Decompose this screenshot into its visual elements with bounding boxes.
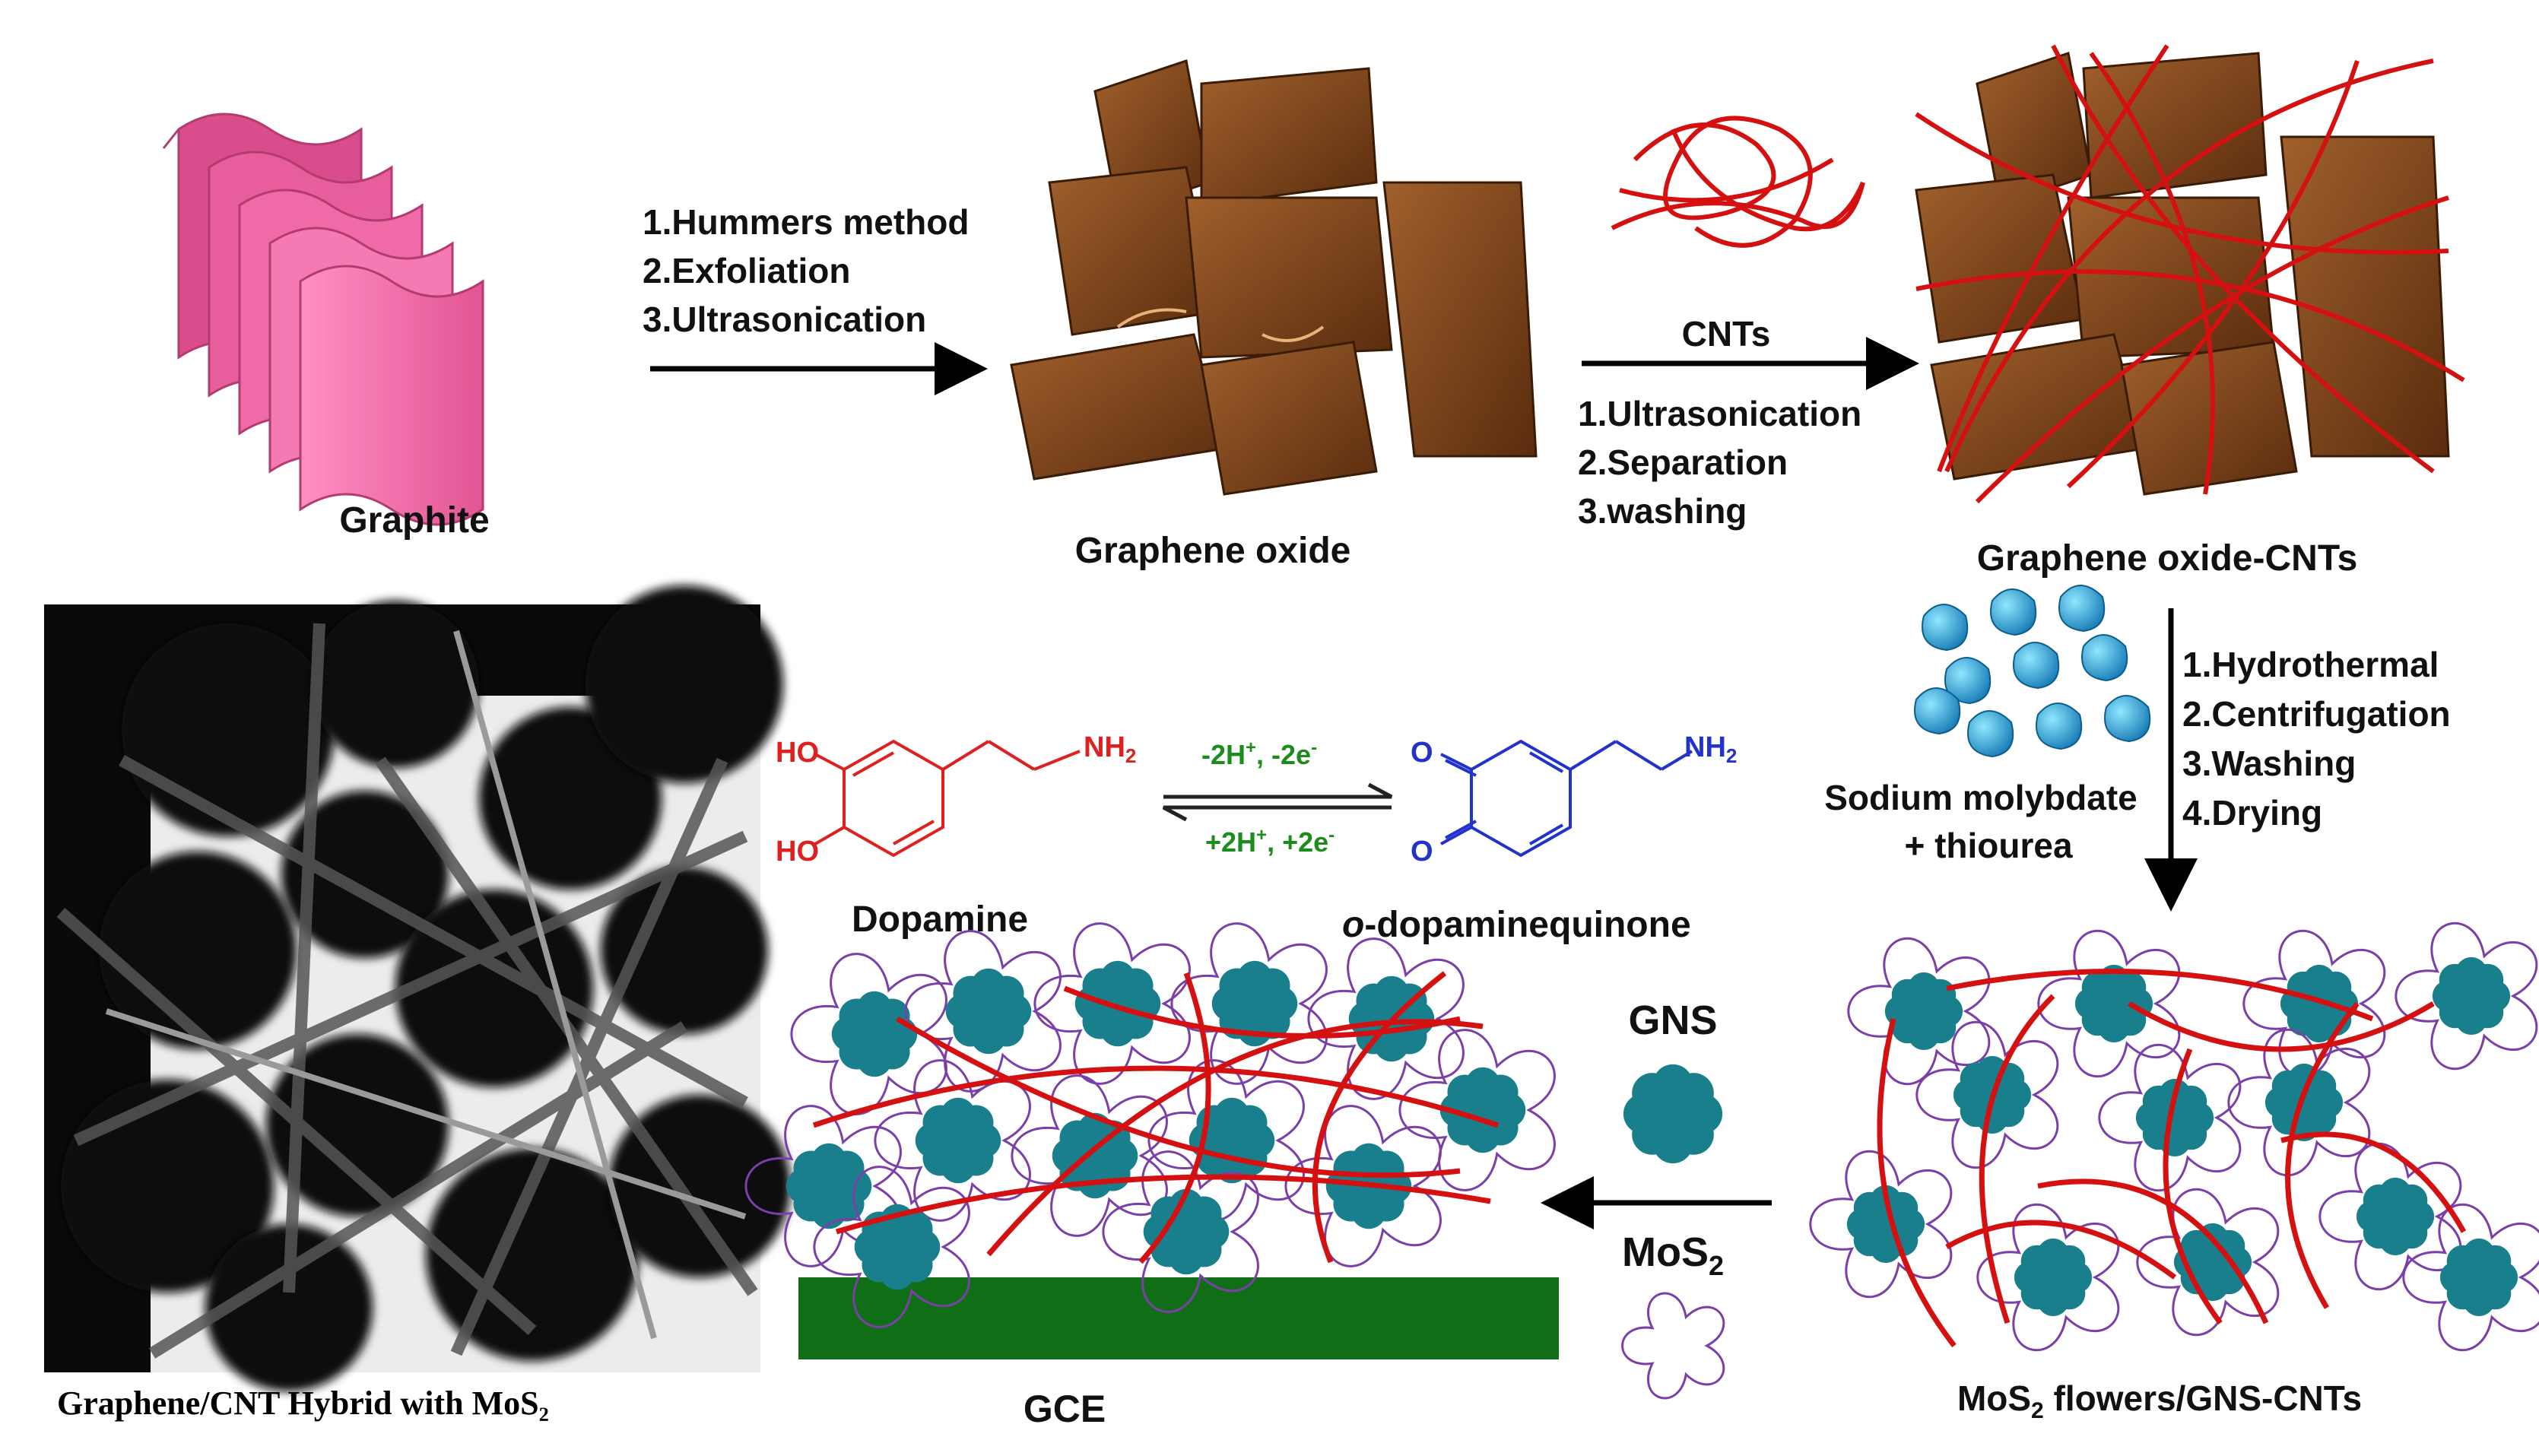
dopamine-structure [814,739,1081,858]
gns-core [1900,988,1947,1035]
gns-legend-icon [1623,1064,1723,1164]
mos2-flower [1170,922,1328,1085]
gns-core [849,1008,900,1060]
mos2-flower [1847,937,1991,1086]
gns-core [932,1115,984,1166]
graphite-illustration [162,113,484,526]
graphene-oxide-illustration [1010,59,1538,496]
mos2-flower [1621,1292,1725,1400]
mos2-flower [2318,1142,2462,1291]
oxidation-condition: -2H+, -2e- [1201,738,1317,770]
dopamine-ho-bottom: HO [776,836,819,868]
mos2-flower [2098,1043,2242,1192]
gns-core [2030,1254,2077,1301]
gns-core [1069,1130,1121,1182]
gns-core [1229,978,1281,1029]
reduction-condition: +2H+, +2e- [1205,825,1335,858]
go-cnts-label: Graphene oxide-CNTs [1977,538,2358,579]
gns-core [2090,980,2138,1027]
gns-core [2280,1079,2328,1126]
step2-line1: 1.Ultrasonication [1578,394,1861,433]
thiourea-label: + thiourea [1904,826,2073,865]
gns-core [803,1160,855,1212]
hybrid-label: MoS2 flowers/GNS-CNTs [1957,1378,2362,1423]
gns-core [1160,1206,1212,1258]
step3-line3: 3.Washing [2182,744,2356,783]
gns-core [963,985,1014,1037]
cnt-bundle-illustration [1611,116,1865,248]
mos2-flower [2402,1203,2539,1352]
gns-core [1643,1084,1703,1144]
equilibrium-arrows [1162,782,1393,822]
go-cnts-illustration [1915,44,2465,504]
dopaminequinone-label: o-dopaminequinone [1342,905,1691,945]
mos2-flower [904,930,1062,1093]
gce-electrode [798,1277,1559,1359]
step1-conditions: 1.Hummers method 2.Exfoliation 3.Ultraso… [643,202,969,339]
precursor-droplets-illustration [1914,585,2151,758]
mos2-flower [2395,921,2538,1071]
gns-core [2455,1254,2503,1301]
step2-conditions: 1.Ultrasonication 2.Separation 3.washing [1578,394,1861,531]
dopaminequinone-structure [1440,739,1693,858]
dopamine-label: Dopamine [852,899,1028,940]
mos2-flower [1284,1105,1442,1267]
step3-conditions: 1.Hydrothermal 2.Centrifugation 3.Washin… [2182,645,2451,833]
gns-legend-label: GNS [1628,998,1717,1043]
mos2-flower [1915,1020,2059,1169]
tem-micrograph [44,585,791,1391]
mos2-flowers-gns-cnts-illustration [1809,921,2539,1352]
mos2-flower [1307,937,1465,1100]
gns-core [2372,1193,2419,1240]
step3-line1: 1.Hydrothermal [2182,645,2439,684]
mos2-flower [1147,1059,1305,1222]
quinone-oxygen-bottom: O [1411,836,1433,868]
mos2-legend-label: MoS2 [1622,1229,1724,1281]
mos2-flower [2037,929,2181,1078]
gns-core [2296,980,2343,1027]
step3-line2: 2.Centrifugation [2182,694,2451,734]
gns-core [1092,978,1144,1029]
dopamine-ho-top: HO [776,737,819,769]
mos2-flower-legend-icon [1621,1292,1725,1400]
mos2-flower [813,1166,970,1328]
sodium-molybdate-label: Sodium molybdate [1824,778,2137,817]
quinone-nh2: NH2 [1684,731,1737,767]
mos2-flower [1398,1029,1556,1191]
gns-core [871,1221,923,1273]
mos2-flower [1011,1074,1168,1237]
step3-line4: 4.Drying [2182,793,2322,833]
gce-label: GCE [1024,1388,1106,1430]
gns-core [2151,1094,2198,1141]
mos2-flower [2136,1188,2280,1337]
graphene-oxide-label: Graphene oxide [1075,531,1351,571]
mos2-flower [790,953,947,1115]
electrode-mos2-gns-layer [744,922,1556,1328]
electrode-cnts [812,971,1500,1264]
quinone-oxygen-top: O [1411,737,1433,769]
hybrid-cnts [1877,969,2467,1348]
mos2-flower [2227,1028,2371,1177]
step1-line1: 1.Hummers method [643,202,969,242]
step2-line2: 2.Separation [1578,443,1788,482]
gns-core [1457,1084,1509,1136]
tem-caption: Graphene/CNT Hybrid with MoS₂ [57,1385,549,1422]
mos2-flower [2242,929,2386,1078]
mos2-flower [1033,922,1191,1085]
dopamine-nh2: NH2 [1084,731,1136,767]
step2-line3: 3.washing [1578,491,1747,531]
graphite-label: Graphite [339,500,489,541]
step1-line2: 2.Exfoliation [643,251,850,290]
cnts-label: CNTs [1682,314,1771,354]
step1-line3: 3.Ultrasonication [643,300,926,339]
gns-core [2448,972,2495,1020]
